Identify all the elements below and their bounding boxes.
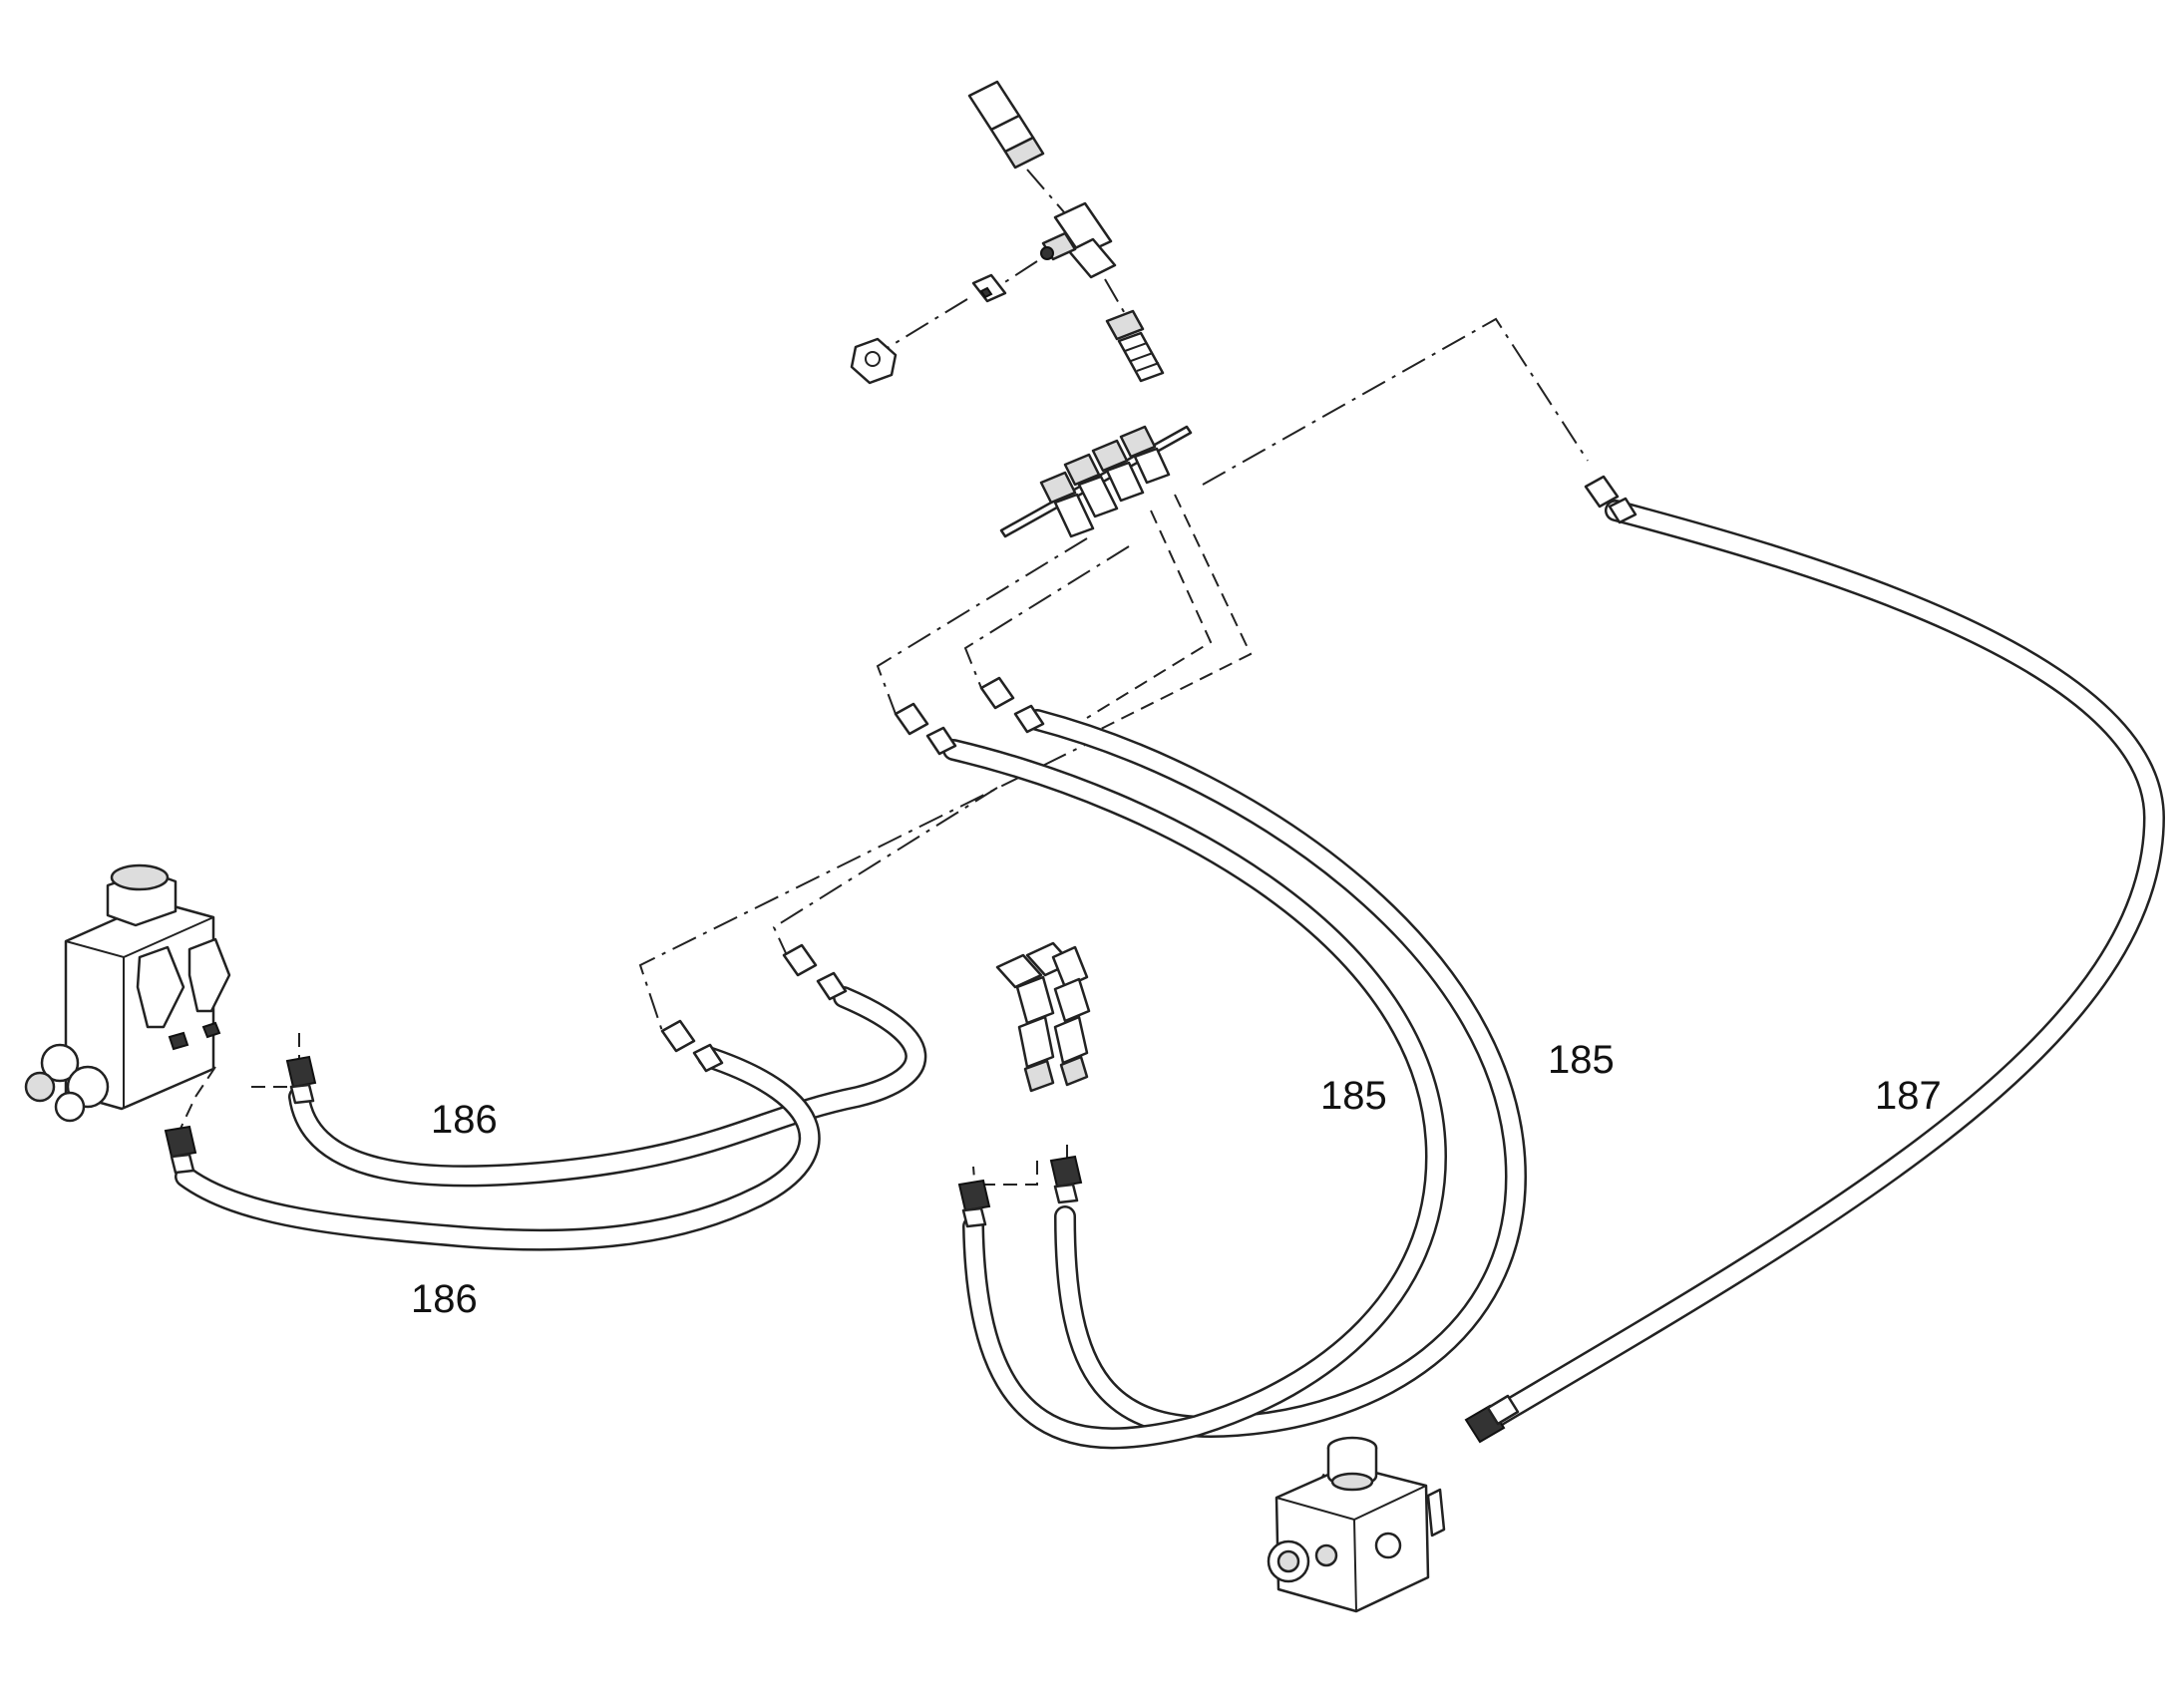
leader-tee-to-adapter — [996, 260, 1038, 288]
hose-end-fittings — [164, 475, 1637, 1444]
hose-185-inner — [942, 739, 1447, 1450]
tee-fitting-part — [1040, 201, 1117, 279]
leader-tee-to-nipple — [1104, 278, 1128, 318]
leader-switch-to-tee — [1026, 169, 1066, 214]
hose-185-outer — [1026, 709, 1527, 1438]
bulkhead-fitting-3 — [1091, 439, 1145, 503]
cap-nut-part — [850, 337, 898, 385]
label-hose-187: 187 — [1875, 1074, 1942, 1118]
left-valve-block — [24, 863, 231, 1123]
label-hose-186-upper: 186 — [431, 1098, 498, 1142]
hose-186-upper — [288, 986, 927, 1188]
leader-adapter-to-nut — [885, 298, 968, 350]
bottom-right-valve-block — [1267, 1436, 1446, 1613]
bulkhead-fitting-1 — [1039, 471, 1095, 538]
nipple-fitting-part — [1105, 309, 1165, 383]
bulkhead-fitting-2 — [1063, 453, 1119, 518]
hose-187 — [1487, 500, 2165, 1427]
hose-186-lower — [175, 1046, 821, 1251]
pressure-switch-part — [967, 80, 1045, 170]
bulkhead-fitting-4 — [1119, 425, 1171, 485]
top-fitting-assembly — [850, 80, 1165, 385]
label-hose-185-left: 185 — [1320, 1074, 1387, 1118]
label-hose-186-lower: 186 — [411, 1277, 478, 1321]
bulkhead-fitting-bar — [999, 425, 1193, 538]
center-fitting-cluster — [995, 941, 1091, 1093]
small-adapter-part — [971, 273, 1007, 303]
label-hose-185-right: 185 — [1548, 1038, 1615, 1082]
